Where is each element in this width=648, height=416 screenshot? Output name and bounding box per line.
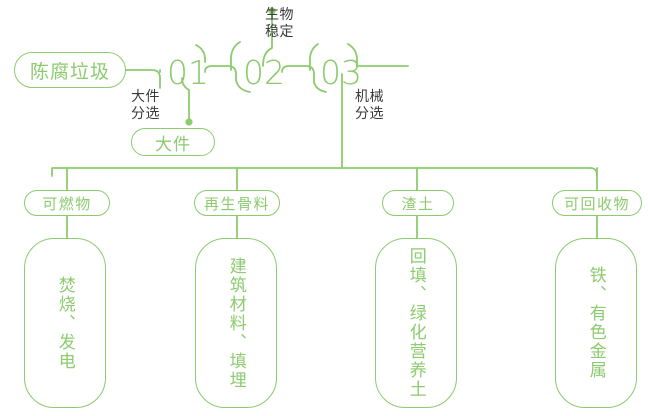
wire-02-arc-left: [230, 41, 241, 71]
outcome-text-slag-soil: 回填、绿化营养土: [406, 247, 426, 399]
outcome-box-aggregate[interactable]: 建筑材料、填埋: [195, 238, 277, 408]
outcome-text-aggregate: 建筑材料、填埋: [226, 256, 246, 390]
note-stage-03: 机械 分选: [355, 88, 384, 121]
category-pill-combustible[interactable]: 可燃物: [24, 190, 110, 216]
wire-03-arc-left: [309, 43, 319, 71]
dot-daijian: [185, 118, 193, 126]
wire-01-to-02: [204, 65, 237, 81]
wire-root-to-01: [125, 69, 161, 89]
category-pill-slag-soil[interactable]: 渣土: [382, 190, 454, 216]
stage-number-01[interactable]: 01: [167, 53, 209, 92]
category-pill-recyclable[interactable]: 可回收物: [552, 190, 642, 216]
outcome-text-recyclable: 铁、有色金属: [586, 266, 606, 380]
node-root[interactable]: 陈腐垃圾: [14, 52, 126, 88]
note-stage-01: 大件 分选: [131, 88, 160, 121]
category-pill-aggregate[interactable]: 再生骨料: [194, 190, 280, 216]
wire-bus-right-drop: [589, 167, 598, 177]
outcome-text-combustible: 焚烧、发电: [55, 275, 75, 371]
outcome-box-combustible[interactable]: 焚烧、发电: [24, 238, 106, 408]
outcome-box-recyclable[interactable]: 铁、有色金属: [555, 238, 637, 408]
node-output-daijian[interactable]: 大件: [131, 128, 215, 156]
outcome-box-slag-soil[interactable]: 回填、绿化营养土: [375, 238, 457, 408]
wire-bus-left-drop: [51, 167, 60, 177]
stage-number-03[interactable]: 03: [320, 53, 362, 92]
note-stage-02: 生物 稳定: [265, 6, 294, 39]
wire-02-to-03: [281, 65, 315, 83]
stage-number-02[interactable]: 02: [243, 53, 285, 92]
